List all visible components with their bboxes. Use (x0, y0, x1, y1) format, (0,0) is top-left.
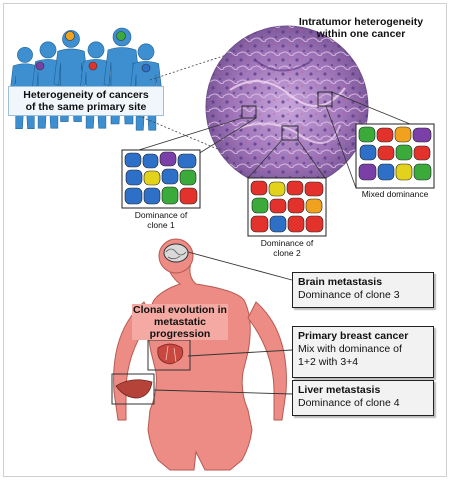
primary-breast-box: Primary breast cancer Mix with dominance… (292, 326, 434, 378)
population-heterogeneity-label: Heterogeneity of cancers of the same pri… (8, 86, 164, 116)
primary-breast-title: Primary breast cancer (298, 330, 428, 343)
dominance-clone1-label: Dominance of clone 1 (118, 211, 204, 231)
clonal-evolution-label: Clonal evolution in metastatic progressi… (132, 304, 228, 340)
mixed-dominance-label: Mixed dominance (352, 190, 438, 200)
inset-mixed (356, 124, 434, 188)
primary-breast-text: Mix with dominance of 1+2 with 3+4 (298, 343, 402, 368)
dominance-clone2-label: Dominance of clone 2 (244, 239, 330, 259)
female-body-figure (114, 239, 287, 470)
liver-metastasis-title: Liver metastasis (298, 384, 428, 397)
tumor-tissue-section (206, 26, 368, 188)
liver-metastasis-text: Dominance of clone 4 (298, 397, 400, 409)
brain-metastasis-box: Brain metastasis Dominance of clone 3 (292, 272, 434, 308)
brain-metastasis-text: Dominance of clone 3 (298, 289, 400, 301)
brain-icon (164, 244, 188, 262)
liver-metastasis-box: Liver metastasis Dominance of clone 4 (292, 380, 434, 416)
intratumor-heterogeneity-label: Intratumor heterogeneity within one canc… (286, 16, 436, 40)
brain-metastasis-title: Brain metastasis (298, 276, 428, 289)
inset-clone1 (122, 150, 200, 208)
inset-clone2 (248, 178, 326, 236)
